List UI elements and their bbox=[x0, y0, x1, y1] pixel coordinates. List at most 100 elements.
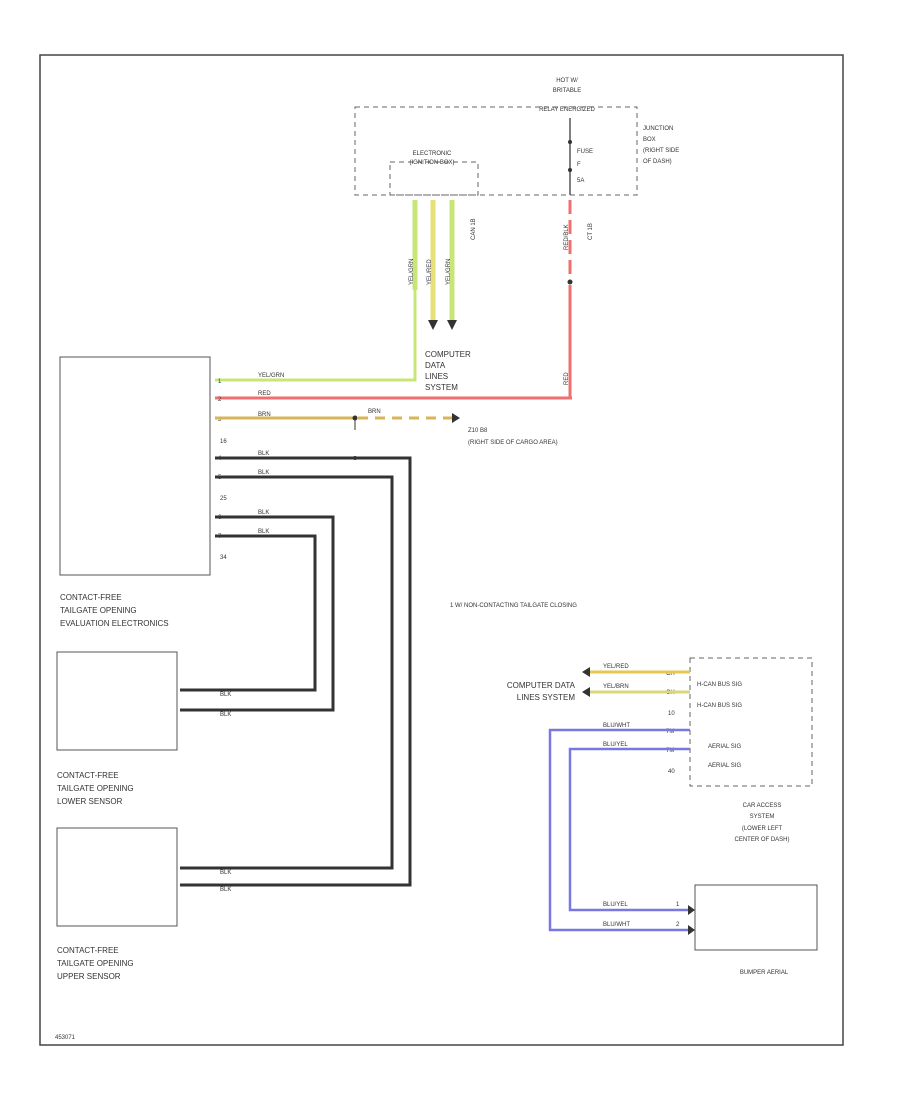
upper-sensor-name-1: CONTACT-FREE bbox=[57, 946, 119, 955]
car-access-signal-2: H-CAN BUS SIG bbox=[697, 703, 742, 709]
upper-sensor-wire-color-2: BLK bbox=[220, 887, 231, 893]
car-access-pin-group-1: 10 bbox=[668, 711, 675, 717]
upper-sensor-name-2: TAILGATE OPENING bbox=[57, 959, 134, 968]
red-wire-color: RED/BLK bbox=[564, 224, 570, 250]
eval-wire-color-3: BRN bbox=[258, 412, 271, 418]
car-can-arrow-2 bbox=[582, 687, 590, 697]
hot-label-3: RELAY ENERGIZED bbox=[539, 107, 595, 113]
fuse-terminal-top bbox=[568, 140, 572, 144]
lower-sensor-name-3: LOWER SENSOR bbox=[57, 797, 123, 806]
upper-sensor-box bbox=[56, 827, 178, 927]
eval-wire-color-5: BLK bbox=[258, 470, 269, 476]
car-access-signal-3: AERIAL SIG bbox=[708, 744, 741, 750]
ground-name-1: Z10 B8 bbox=[468, 428, 488, 434]
red-wire-connector bbox=[567, 279, 573, 285]
bumper-aerial-pin-1: 1 bbox=[676, 902, 680, 908]
can-arrow-2 bbox=[428, 320, 438, 330]
ground-name-2: (RIGHT SIDE OF CARGO AREA) bbox=[468, 440, 558, 446]
bumper-aerial-arrow-1 bbox=[688, 905, 695, 915]
car-access-signal-4: AERIAL SIG bbox=[708, 763, 741, 769]
eval-pin-group-3: 34 bbox=[220, 555, 227, 561]
aerial-wire-color-1: BLU/WHT bbox=[603, 723, 630, 729]
lower-sensor-wire-color-2: BLK bbox=[220, 712, 231, 718]
can-wire-1-color: YEL/GRN bbox=[409, 259, 415, 285]
eval-pin-group-2: 25 bbox=[220, 496, 227, 502]
ignition-box-label-1: ELECTRONIC bbox=[413, 151, 452, 157]
hot-label-2: BRITABLE bbox=[553, 88, 582, 94]
aerial-wire-inner bbox=[568, 747, 690, 912]
eval-pin-group-1: 16 bbox=[220, 439, 227, 445]
can-wire-2-color: YEL/RED bbox=[427, 259, 433, 285]
ground-wire-color: BRN bbox=[368, 409, 381, 415]
ignition-box-label-2: (IGNITION BOX) bbox=[410, 160, 455, 166]
figure-id: 453071 bbox=[55, 1035, 76, 1041]
eval-module-box bbox=[59, 356, 211, 576]
bumper-aerial-wire-color-1: BLU/YEL bbox=[603, 902, 628, 908]
lower-sensor-wire-inner bbox=[180, 534, 317, 692]
fuse-terminal-bottom bbox=[568, 168, 572, 172]
upper-sensor-wire-color-1: BLK bbox=[220, 870, 231, 876]
car-access-name-2: SYSTEM bbox=[750, 814, 775, 820]
car-access-name-3: (LOWER LEFT bbox=[742, 826, 783, 832]
cdl-label-4: SYSTEM bbox=[425, 383, 458, 392]
junction-box-name-2: BOX bbox=[643, 137, 656, 143]
junction-box-name-1: JUNCTION bbox=[643, 126, 673, 132]
fuse-label: FUSE bbox=[577, 149, 593, 155]
fuse-number: F bbox=[577, 162, 581, 168]
car-can-arrow-1 bbox=[582, 667, 590, 677]
fuse-amps: 5A bbox=[577, 178, 584, 184]
cdl-label-1: COMPUTER bbox=[425, 350, 471, 359]
blk-splice bbox=[353, 456, 357, 460]
bumper-aerial-name: BUMPER AERIAL bbox=[740, 970, 789, 976]
bumper-aerial-box bbox=[694, 884, 818, 951]
junction-box bbox=[354, 106, 638, 196]
upper-sensor-wire-inner bbox=[180, 475, 394, 870]
upper-sensor-name-3: UPPER SENSOR bbox=[57, 972, 121, 981]
ignition-box bbox=[389, 161, 479, 196]
car-access-data-lines-1: COMPUTER DATA bbox=[507, 681, 576, 690]
lower-sensor-name-1: CONTACT-FREE bbox=[57, 771, 119, 780]
lower-sensor-box bbox=[56, 651, 178, 751]
car-access-pin-1: CH bbox=[666, 671, 675, 677]
footnote: 1 W/ NON-CONTACTING TAILGATE CLOSING bbox=[450, 603, 577, 609]
car-access-pin-4: 7M bbox=[666, 748, 674, 754]
car-can-wire-color-2: YEL/BRN bbox=[603, 684, 629, 690]
aerial-wire-outer bbox=[548, 728, 690, 932]
car-access-pin-3: 7M bbox=[666, 729, 674, 735]
eval-wire-color-7: BLK bbox=[258, 529, 269, 535]
bumper-aerial-wire-color-2: BLU/WHT bbox=[603, 922, 630, 928]
junction-box-name-4: OF DASH) bbox=[643, 159, 672, 165]
eval-wire-color-1: YEL/GRN bbox=[258, 373, 284, 379]
red-wire-id: CT 1B bbox=[588, 223, 594, 240]
lower-sensor-wire-outer bbox=[180, 515, 335, 712]
eval-pin-2: 2 bbox=[218, 397, 222, 403]
can-arrow-3 bbox=[447, 320, 457, 330]
eval-module-name-3: EVALUATION ELECTRONICS bbox=[60, 619, 169, 628]
can-wire-id: CAN 1B bbox=[471, 218, 477, 240]
bumper-aerial-arrow-2 bbox=[688, 925, 695, 935]
red-wire-lower-color: RED bbox=[564, 372, 570, 385]
car-access-name-1: CAR ACCESS bbox=[743, 803, 782, 809]
eval-pin-1: 1 bbox=[218, 379, 222, 385]
can-wire-3-color: YEL/GRN bbox=[446, 259, 452, 285]
lower-sensor-wire-color-1: BLK bbox=[220, 692, 231, 698]
eval-pin-3: 3 bbox=[218, 417, 222, 423]
car-access-signal-1: H-CAN BUS SIG bbox=[697, 682, 742, 688]
junction-box-name-3: (RIGHT SIDE bbox=[643, 148, 679, 154]
upper-sensor-wire-outer bbox=[180, 456, 412, 887]
car-access-box bbox=[689, 657, 813, 787]
eval-module-name-1: CONTACT-FREE bbox=[60, 593, 122, 602]
hot-label-1: HOT W/ bbox=[556, 78, 578, 84]
car-access-pin-group-2: 40 bbox=[668, 769, 675, 775]
eval-wire-color-6: BLK bbox=[258, 510, 269, 516]
cdl-label-3: LINES bbox=[425, 372, 448, 381]
car-access-data-lines-2: LINES SYSTEM bbox=[517, 693, 576, 702]
car-can-wire-color-1: YEL/RED bbox=[603, 664, 629, 670]
bumper-aerial-pin-2: 2 bbox=[676, 922, 680, 928]
eval-wire-color-4: BLK bbox=[258, 451, 269, 457]
lower-sensor-name-2: TAILGATE OPENING bbox=[57, 784, 134, 793]
car-access-name-4: CENTER OF DASH) bbox=[734, 837, 789, 843]
eval-wire-color-2: RED bbox=[258, 391, 271, 397]
aerial-wire-color-2: BLU/YEL bbox=[603, 742, 628, 748]
